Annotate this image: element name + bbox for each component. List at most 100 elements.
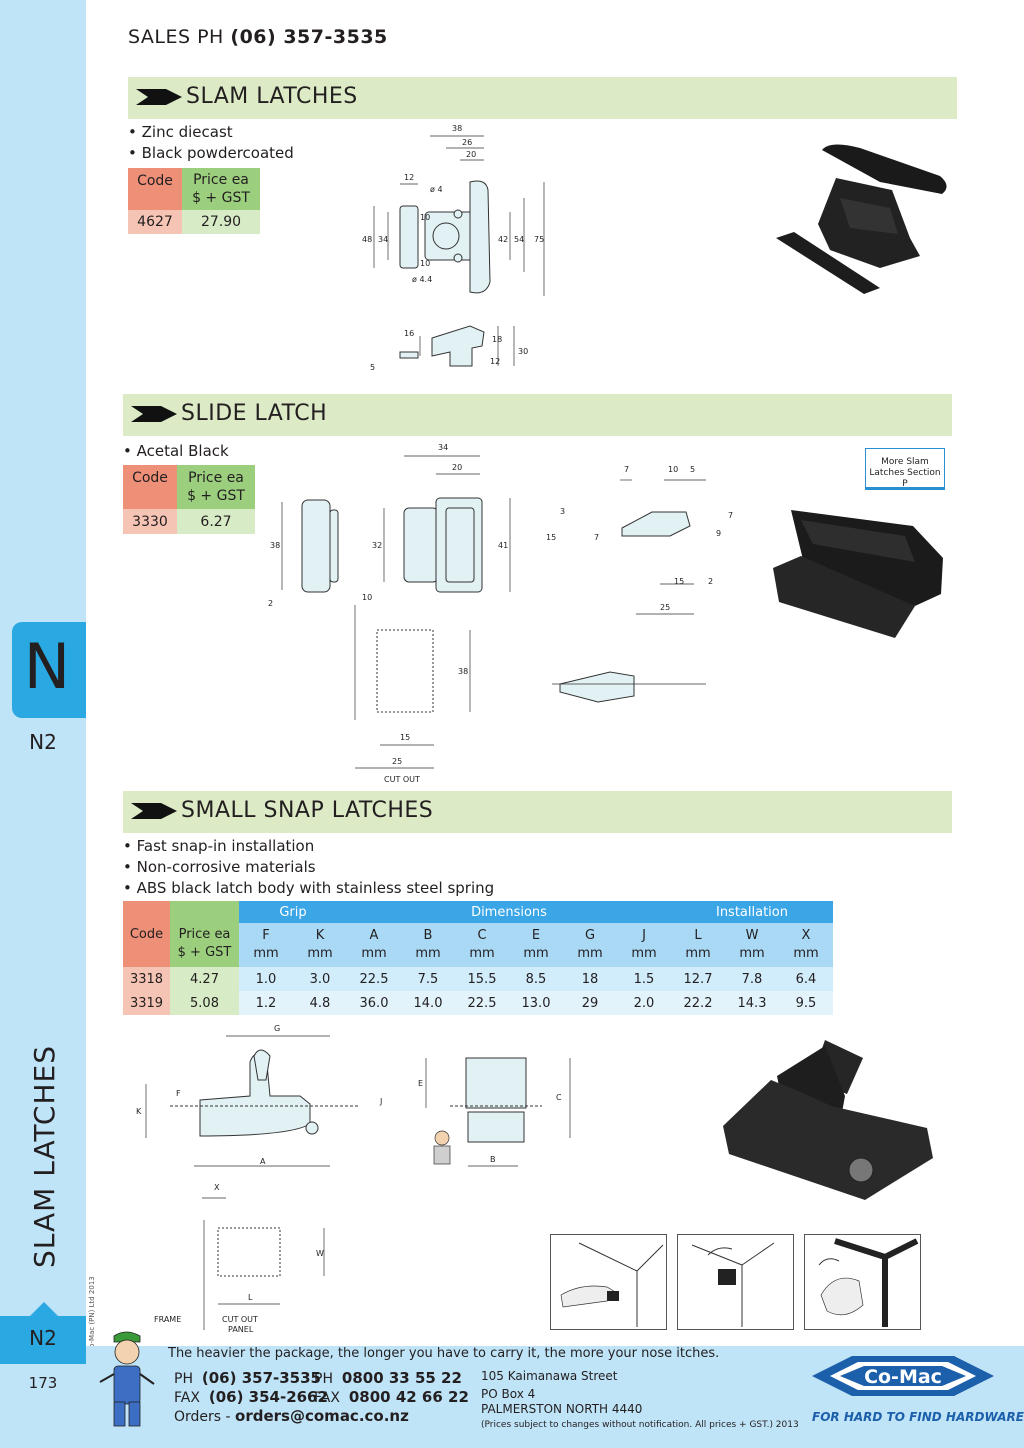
table-cell: 4.8: [293, 991, 347, 1015]
dim-label: 15: [674, 577, 684, 586]
dim-label: 30: [518, 347, 528, 356]
arrow-icon: [131, 803, 177, 819]
dim-label: CUT OUT: [384, 775, 420, 784]
table-cell: 18: [563, 967, 617, 991]
freefax-line: FAX 0800 42 66 22: [314, 1388, 469, 1406]
dim-label: 5: [370, 363, 375, 372]
table-cell: 22.5: [347, 967, 401, 991]
dim-label: 25: [392, 757, 402, 766]
price-header: Price ea $ + GST: [182, 168, 260, 210]
dim-label: 2: [268, 599, 273, 608]
snap-latch-spec-table: Code Price ea $ + GST Grip Dimensions In…: [123, 901, 833, 1015]
dim-label: FRAME: [154, 1315, 181, 1324]
product-code: 3318: [123, 967, 170, 991]
dim-label: W: [316, 1249, 324, 1258]
table-row: 3318 4.27 1.0 3.0 22.5 7.5 15.5 8.5 18 1…: [123, 967, 833, 991]
address-line: PO Box 4: [481, 1387, 536, 1401]
dim-label: 34: [378, 235, 388, 244]
freephone-number[interactable]: 0800 33 55 22: [341, 1369, 462, 1387]
table-cell: 1.5: [617, 967, 671, 991]
dim-label: 7: [594, 533, 599, 542]
installation-step-3: [804, 1234, 921, 1330]
dim-label: 42: [498, 235, 508, 244]
logo-text: Co-Mac: [864, 1366, 942, 1388]
section-header-slide-latch: SLIDE LATCH: [123, 394, 952, 436]
install-release-icon: [818, 1238, 919, 1327]
bullet-item: Black powdercoated: [128, 144, 294, 162]
dim-label: B: [490, 1155, 496, 1164]
vertical-section-title: SLAM LATCHES: [28, 1045, 61, 1268]
orders-email-link[interactable]: orders@comac.co.nz: [235, 1407, 409, 1425]
more-link-line1: More Slam: [881, 457, 929, 467]
more-slam-latches-link[interactable]: More Slam Latches Section P: [865, 448, 945, 490]
price-table-slide: Code Price ea $ + GST 3330 6.27: [123, 465, 255, 534]
table-cell: 12.7: [671, 967, 725, 991]
sales-phone-header: SALES PH (06) 357-3535: [128, 26, 388, 48]
table-cell: 22.5: [455, 991, 509, 1015]
section-header-small-snap-latches: SMALL SNAP LATCHES: [123, 791, 952, 833]
installation-step-1: [550, 1234, 667, 1330]
dim-label: 26: [462, 138, 472, 147]
section-title: SLAM LATCHES: [186, 84, 358, 109]
dim-label: 38: [458, 667, 468, 676]
slide-latch-drawing: 34 20 38 32 41 2 10 38 15 25 CUT OUT 7 1…: [268, 443, 733, 784]
section-letter: N: [23, 630, 71, 703]
dim-label: E: [418, 1079, 423, 1088]
snap-latch-drawing: G F K J A E C B X W L FRAME CUT OUT PANE…: [136, 1024, 571, 1334]
bullet-item: ABS black latch body with stainless stee…: [123, 879, 495, 897]
dim-label: 41: [498, 541, 508, 550]
section-title: SMALL SNAP LATCHES: [181, 798, 434, 823]
comac-logo[interactable]: Co-Mac: [812, 1352, 994, 1400]
table-cell: 3.0: [293, 967, 347, 991]
install-press-icon: [560, 1242, 664, 1327]
price-header-line2: $ + GST: [187, 488, 245, 504]
section-title: SLIDE LATCH: [181, 401, 328, 426]
dim-label: C: [556, 1093, 562, 1102]
price-header: Price ea $ + GST: [177, 465, 255, 509]
table-cell: 6.4: [779, 967, 833, 991]
dim-label: 9: [716, 529, 721, 538]
dim-label: PANEL: [228, 1325, 254, 1334]
dim-label: 18: [492, 335, 502, 344]
bullet-item: Zinc diecast: [128, 123, 233, 141]
more-link-line2: Latches Section P: [869, 468, 941, 489]
product-price: 27.90: [182, 210, 260, 234]
dim-label: 2: [708, 577, 713, 586]
price-header-line1: Price ea: [193, 172, 249, 188]
dim-label: 16: [404, 329, 414, 338]
table-cell: 13.0: [509, 991, 563, 1015]
dim-label: 75: [534, 235, 544, 244]
dim-label: 7: [728, 511, 733, 520]
dim-label: J: [379, 1097, 382, 1106]
dim-label: F: [176, 1089, 181, 1098]
dim-label: ø 4: [430, 185, 443, 194]
dim-label: 48: [362, 235, 372, 244]
dim-label: 12: [404, 173, 414, 182]
dim-label: 15: [546, 533, 556, 542]
price-table-slam: Code Price ea $ + GST 4627 27.90: [128, 168, 260, 234]
table-cell: 1.2: [239, 991, 293, 1015]
bullet-item: Acetal Black: [123, 442, 229, 460]
code-header: Code: [123, 901, 170, 967]
install-slide-icon: [691, 1242, 775, 1327]
table-cell: 1.0: [239, 967, 293, 991]
dim-label: 10: [362, 593, 372, 602]
dim-label: 20: [466, 150, 476, 159]
fax-line: FAX (06) 354-2662: [174, 1388, 328, 1406]
section-tab[interactable]: [12, 622, 86, 718]
dim-label: 3: [560, 507, 565, 516]
table-cell: 8.5: [509, 967, 563, 991]
group-header-installation: Installation: [671, 901, 833, 923]
phone-number[interactable]: (06) 357-3535: [201, 1369, 321, 1387]
dim-label: 20: [452, 463, 462, 472]
dim-label: L: [248, 1293, 253, 1302]
group-header-dimensions: Dimensions: [347, 901, 671, 923]
